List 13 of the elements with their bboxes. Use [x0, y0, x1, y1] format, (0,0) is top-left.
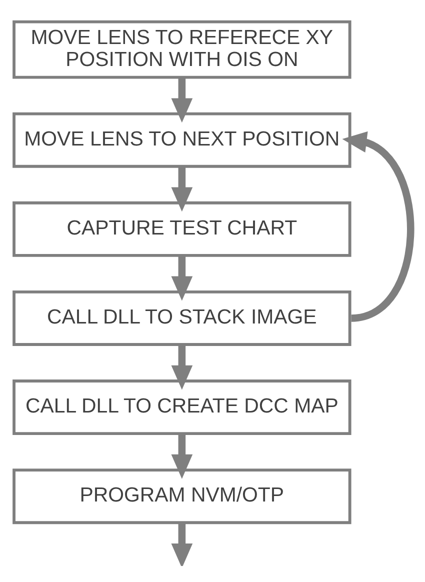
arrow: [171, 77, 193, 123]
arrow: [171, 434, 193, 479]
node-box: MOVE LENS TO NEXT POSITION: [12, 112, 352, 168]
node-box: CAPTURE TEST CHART: [12, 201, 352, 257]
node-box: CALL DLL TO STACK IMAGE: [12, 290, 352, 346]
arrow: [171, 166, 193, 212]
node-box: MOVE LENS TO REFERECE XY POSITION WITH OIS ON: [12, 20, 352, 79]
arrow: [171, 256, 193, 301]
node-box: PROGRAM NVM/OTP: [12, 468, 352, 524]
node-box: CALL DLL TO CREATE DCC MAP: [12, 380, 352, 435]
arrow: [342, 131, 414, 322]
arrow: [171, 344, 193, 390]
arrow: [171, 522, 193, 566]
